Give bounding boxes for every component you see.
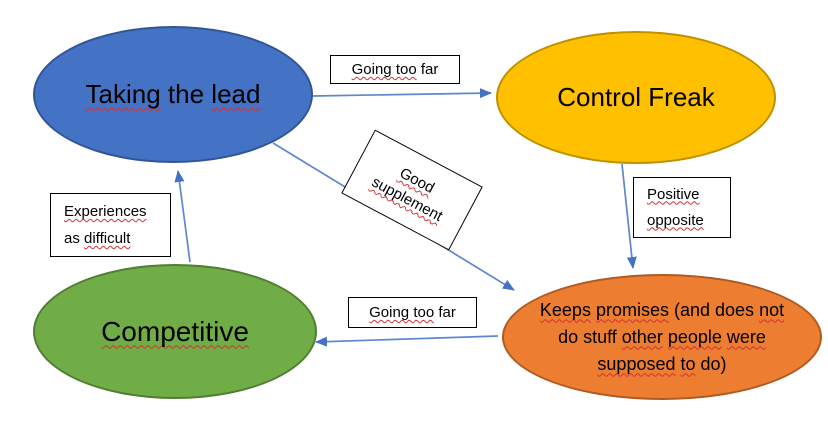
label-going-too-far-top-text: Going too far xyxy=(351,61,439,78)
node-competitive[interactable]: Competitive xyxy=(33,264,317,399)
label-going-too-far-bottom-text: Going too far xyxy=(369,304,456,321)
label-going-too-far-top[interactable]: Going too far xyxy=(330,55,460,84)
arrow-taking-the-lead-to-control-freak[interactable] xyxy=(312,88,492,99)
label-going-too-far-bottom[interactable]: Going too far xyxy=(348,297,477,328)
node-competitive-label: Competitive xyxy=(101,315,249,347)
arrow-competitive-to-taking-the-lead[interactable] xyxy=(174,170,191,263)
arrow-keeps-promises-to-competitive[interactable] xyxy=(315,335,499,347)
node-control-freak-label: Control Freak xyxy=(557,82,715,112)
node-taking-the-lead-label: Taking the lead xyxy=(85,79,261,109)
node-control-freak[interactable]: Control Freak xyxy=(496,31,776,164)
arrow-control-freak-to-keeps-promises[interactable] xyxy=(621,163,637,269)
node-taking-the-lead[interactable]: Taking the lead xyxy=(33,26,313,163)
